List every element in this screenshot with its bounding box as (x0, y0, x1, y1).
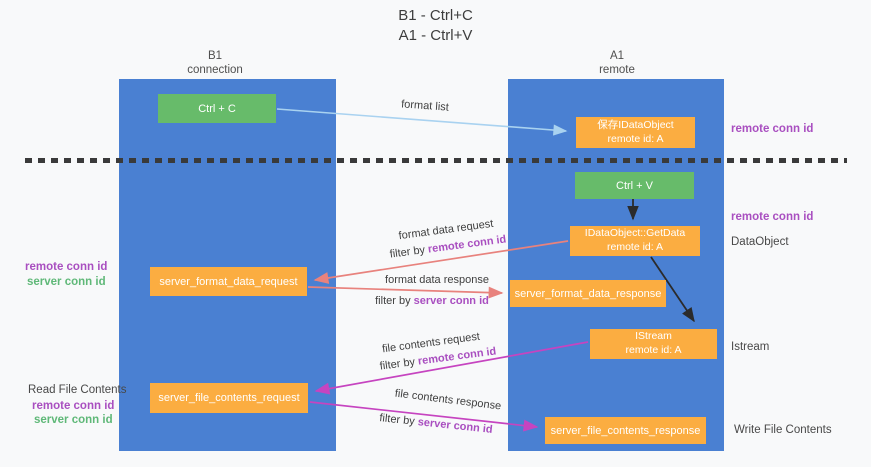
server-format-data-request-box: server_format_data_request (150, 267, 307, 296)
getdata-line1: IDataObject::GetData (584, 227, 686, 240)
save-idataobject-line2: remote id: A (607, 132, 664, 145)
file-contents-response-text: file contents response (394, 387, 502, 413)
server-file-contents-request-label: server_file_contents_request (158, 392, 300, 404)
left-remote-conn-id-top: remote conn id (25, 261, 108, 273)
filter-by-server-conn-id-label-1: filter by server conn id (357, 295, 507, 307)
dataobject-label: DataObject (731, 236, 789, 248)
format-data-response-arrow (307, 286, 504, 299)
lane-header-a1: A1 remote (547, 50, 687, 78)
left-remote-conn-id-bottom: remote conn id (32, 400, 115, 412)
ctrl-v-box: Ctrl + V (575, 172, 694, 199)
ctrl-v-label: Ctrl + V (616, 179, 653, 192)
server-format-data-response-box: server_format_data_response (510, 280, 666, 307)
lane-b1-title: B1 (207, 50, 223, 62)
server-file-contents-response-label: server_file_contents_response (550, 424, 701, 437)
left-server-conn-id-top: server conn id (27, 276, 106, 288)
istream-side-label: Istream (731, 341, 770, 353)
session-divider-dashed-line (25, 158, 847, 163)
save-idataobject-box: 保存IDataObject remote id: A (576, 117, 695, 148)
format-data-response-label: format data response (362, 274, 512, 286)
server-format-data-response-label: server_format_data_response (514, 287, 662, 300)
server-format-data-request-label: server_format_data_request (159, 275, 298, 288)
server-conn-id-text: server conn id (413, 295, 489, 307)
server-file-contents-response-box: server_file_contents_response (545, 417, 706, 444)
save-idataobject-line1: 保存IDataObject (597, 118, 674, 131)
left-server-conn-id-bottom: server conn id (34, 414, 113, 426)
title-line-a1: A1 - Ctrl+V (398, 27, 473, 45)
lane-b1-subtitle: connection (187, 63, 243, 76)
format-data-response-text: format data response (385, 274, 489, 286)
format-list-label: format list (350, 95, 500, 117)
format-list-text: format list (400, 98, 450, 114)
lane-a1-title: A1 (609, 50, 625, 62)
right-remote-conn-id-mid: remote conn id (731, 211, 814, 223)
filter-by-text: filter by (389, 244, 426, 261)
istream-line1: IStream (635, 330, 672, 343)
getdata-line2: remote id: A (606, 241, 664, 253)
lane-a1-subtitle: remote (599, 63, 635, 76)
istream-line2: remote id: A (625, 344, 682, 356)
diagram-title: B1 - Ctrl+C A1 - Ctrl+V (0, 6, 871, 47)
ctrl-c-box: Ctrl + C (158, 94, 276, 123)
istream-box: IStream remote id: A (590, 329, 717, 359)
file-contents-response-label: file contents response (373, 385, 523, 415)
right-remote-conn-id-top: remote conn id (731, 123, 814, 135)
server-conn-id-text: server conn id (417, 416, 494, 436)
lane-header-b1: B1 connection (145, 50, 285, 78)
filter-by-text: filter by (378, 412, 416, 428)
read-file-contents-label: Read File Contents (28, 384, 127, 396)
filter-by-server-conn-id-label-2: filter by server conn id (361, 410, 511, 438)
ctrl-c-label: Ctrl + C (198, 102, 236, 115)
idataobject-getdata-box: IDataObject::GetData remote id: A (570, 226, 700, 256)
filter-by-text: filter by (379, 356, 416, 373)
filter-by-text: filter by (375, 295, 411, 307)
server-file-contents-request-box: server_file_contents_request (150, 383, 308, 413)
write-file-contents-label: Write File Contents (734, 424, 832, 436)
title-line-b1: B1 - Ctrl+C (398, 7, 473, 24)
